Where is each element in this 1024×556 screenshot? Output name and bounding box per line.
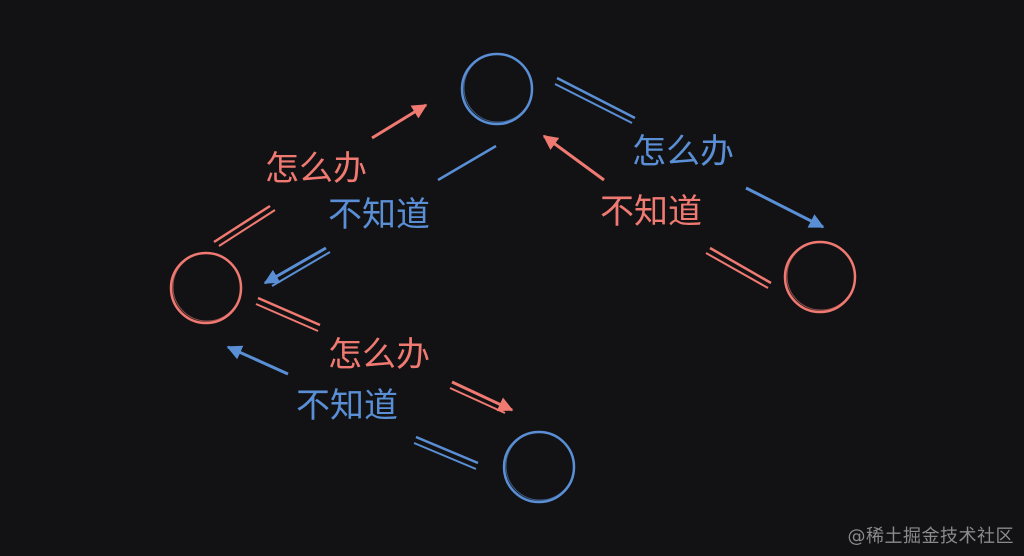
node-bottom: [502, 430, 576, 504]
node-top: [460, 52, 534, 126]
edge-left-to-bottom-ask: [255, 296, 514, 414]
label-bottom-ask: 怎么办: [328, 335, 430, 375]
label-bottom-answer: 不知道: [296, 386, 398, 426]
edge-top-to-right-ask: [554, 76, 825, 229]
label-right-down-answer: 不知道: [600, 192, 702, 232]
watermark: @稀土掘金技术社区: [847, 526, 1014, 547]
edge-right-to-top-answer: [542, 134, 772, 289]
node-left: [169, 251, 243, 325]
label-right-down-ask: 怎么办: [632, 132, 734, 172]
edge-top-to-left-answer: [263, 144, 497, 287]
edge-bottom-to-left-answer: [226, 345, 479, 470]
edge-left-to-top-ask: [213, 103, 428, 247]
label-left-up-answer: 不知道: [328, 195, 430, 235]
label-left-up-ask: 怎么办: [265, 149, 367, 189]
node-right: [783, 240, 857, 314]
